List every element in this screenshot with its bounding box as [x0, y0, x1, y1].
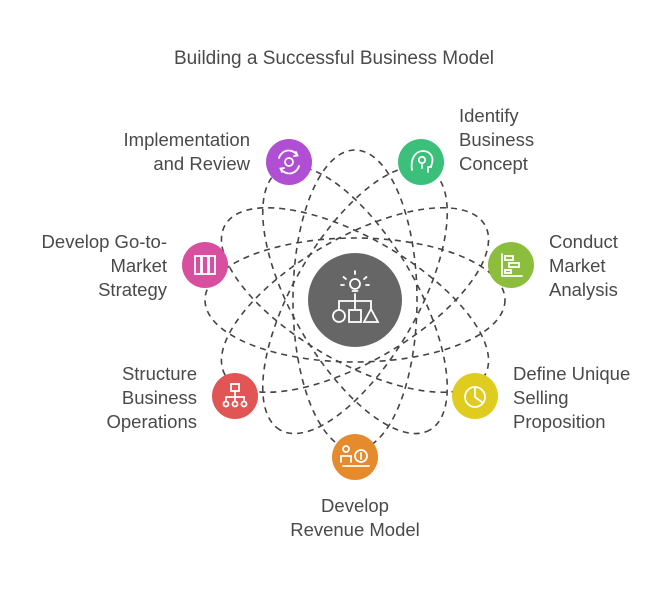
org-chart-icon — [222, 383, 248, 408]
label-line: Operations — [106, 411, 198, 432]
label-line: Analysis — [549, 279, 618, 300]
label-implementation: Implementation and Review — [0, 128, 250, 176]
label-line: Develop Go-to- — [41, 231, 167, 252]
label-conduct: Conduct Market Analysis — [549, 230, 618, 302]
node-implementation-circle — [266, 139, 312, 185]
label-line: Implementation — [123, 129, 250, 150]
label-line: Revenue Model — [290, 519, 420, 540]
hub — [308, 253, 402, 347]
idea-shapes-hierarchy-icon — [332, 270, 380, 323]
node-gotomarket — [182, 242, 228, 288]
node-conduct — [488, 242, 534, 288]
node-identify — [398, 139, 444, 185]
gear-cycle-icon — [278, 149, 300, 175]
node-identify-circle — [398, 139, 444, 185]
orbit-ring — [261, 165, 449, 435]
orbit-ring — [261, 165, 449, 435]
orbit-ring — [220, 206, 490, 394]
label-identify: Identify Business Concept — [459, 104, 534, 176]
person-coin-icon — [340, 445, 370, 467]
pie-chart-icon — [464, 386, 486, 408]
label-line: Business — [121, 387, 197, 408]
label-line: and Review — [153, 153, 250, 174]
node-operations — [212, 373, 258, 419]
node-revenue — [332, 434, 378, 480]
book-columns-icon — [194, 255, 216, 275]
gantt-chart-icon — [501, 253, 523, 277]
node-implementation — [266, 139, 312, 185]
label-line: Identify — [459, 105, 519, 126]
label-operations: Structure Business Operations — [0, 362, 198, 434]
node-conduct-circle — [488, 242, 534, 288]
label-revenue: Develop Revenue Model — [255, 494, 455, 542]
node-gotomarket-circle — [182, 242, 228, 288]
label-line: Structure — [121, 363, 197, 384]
label-line: Strategy — [98, 279, 167, 300]
label-line: Market — [549, 255, 606, 276]
label-line: Proposition — [513, 411, 606, 432]
label-usp: Define Unique Selling Proposition — [513, 362, 630, 434]
node-usp — [452, 373, 498, 419]
orbit-ring — [220, 206, 490, 394]
label-line: Concept — [459, 153, 528, 174]
label-line: Conduct — [549, 231, 618, 252]
label-gotomarket: Develop Go-to- Market Strategy — [0, 230, 167, 302]
lightbulb-head-icon — [410, 150, 434, 173]
diagram-title: Building a Successful Business Model — [173, 48, 494, 69]
orbit-ring — [204, 237, 506, 363]
label-line: Business — [459, 129, 535, 150]
label-line: Define Unique — [513, 363, 631, 384]
label-line: Selling — [513, 387, 569, 408]
label-line: Market — [110, 255, 167, 276]
label-line: Develop — [321, 495, 389, 516]
